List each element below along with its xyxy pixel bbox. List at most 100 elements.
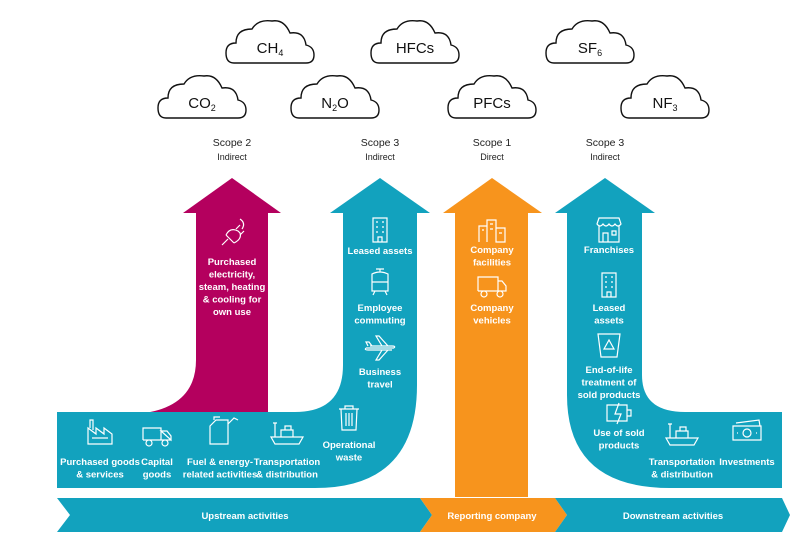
scope3-downstream-arrow (555, 178, 782, 488)
cloud-icon (370, 19, 460, 64)
downstream-bar (555, 498, 790, 532)
airplane-icon (364, 335, 396, 361)
gas-label: CO2 (188, 95, 216, 113)
battery-icon (606, 402, 632, 425)
item-label: Capital (141, 457, 173, 468)
recycle-bin-icon (597, 333, 621, 358)
cloud-icon (225, 19, 315, 64)
item-label: & cooling for (203, 295, 262, 306)
item-label: Leased assets (348, 246, 413, 257)
cloud-ch4: CH4 (225, 19, 315, 64)
item-label: vehicles (473, 316, 511, 327)
item-label: own use (213, 307, 251, 318)
scope2-arrow (145, 178, 281, 413)
scope2-title: Scope 2 (213, 137, 252, 149)
cloud-n2o: N2O (290, 74, 380, 119)
item-employee-commuting: Employee commuting (354, 268, 406, 327)
trash-icon (339, 405, 359, 431)
upstream-bar (57, 498, 432, 532)
scope1-title: Scope 1 (473, 137, 512, 149)
cloud-sf6: SF6 (545, 19, 635, 64)
item-label: electricity, (209, 270, 255, 281)
item-label: Fuel & energy- (187, 457, 253, 468)
item-leased-assets-down: Leased assets (593, 272, 626, 327)
scope2-subtitle: Indirect (217, 152, 247, 162)
item-label: Operational (323, 440, 376, 451)
item-capital-goods: Capital goods (141, 427, 173, 481)
cloud-hfcs: HFCs (370, 19, 460, 64)
cloud-icon (157, 74, 247, 119)
item-label: facilities (473, 258, 511, 269)
ship-icon (269, 422, 305, 445)
scope1-subtitle: Direct (480, 152, 504, 162)
item-label: sold products (578, 390, 641, 401)
gas-label: SF6 (578, 40, 602, 58)
ship-icon (664, 423, 700, 446)
item-label: Company (470, 245, 514, 256)
item-label: products (599, 441, 640, 452)
cloud-icon (290, 74, 380, 119)
scope3-up-subtitle: Indirect (365, 152, 395, 162)
gas-label: N2O (321, 95, 349, 113)
gas-label: HFCs (396, 40, 434, 57)
item-label: Leased (593, 303, 626, 314)
item-business-travel: Business travel (359, 335, 401, 391)
item-label: Transportation (649, 457, 716, 468)
office-building-icon (372, 217, 388, 243)
item-company-vehicles: Company vehicles (470, 276, 514, 327)
item-operational-waste: Operational waste (323, 405, 376, 464)
cloud-icon (620, 74, 710, 119)
item-label: Business (359, 367, 401, 378)
gas-label: CH4 (257, 40, 284, 58)
office-building-icon (601, 272, 617, 298)
activity-timeline: Upstream activities Reporting company Do… (57, 498, 790, 532)
item-company-facilities: Company facilities (470, 219, 514, 269)
item-fuel-energy: Fuel & energy-related activities (183, 416, 257, 481)
cloud-nf3: NF3 (620, 74, 710, 119)
reporting-bar (420, 498, 567, 532)
item-label: Purchased (208, 257, 257, 268)
item-label: goods (143, 470, 172, 481)
item-label: Use of sold (593, 428, 644, 439)
item-label: steam, heating (199, 282, 266, 293)
scope-labels: Scope 2 Indirect Scope 3 Indirect Scope 1 Dir… (213, 137, 625, 162)
scope3-upstream-arrow (57, 178, 430, 488)
item-investments: Investments (719, 419, 775, 468)
upstream-label: Upstream activities (201, 511, 288, 522)
scope3-down-title: Scope 3 (586, 137, 625, 149)
item-label: Employee (358, 303, 403, 314)
item-label: Company (470, 303, 514, 314)
item-label: travel (367, 380, 392, 391)
item-label: & distribution (651, 470, 713, 481)
item-label: Purchased goods (60, 457, 140, 468)
factory-icon (87, 419, 113, 445)
money-icon (732, 419, 762, 441)
cloud-icon (545, 19, 635, 64)
item-transport-down: Transportation & distribution (649, 423, 716, 481)
cloud-co2: CO2 (157, 74, 247, 119)
item-label: Franchises (584, 245, 634, 256)
item-label: waste (335, 453, 362, 464)
item-label: & services (76, 470, 124, 481)
buildings-icon (478, 219, 506, 243)
item-purchased-electricity: Purchased electricity,steam, heating & coo… (199, 218, 266, 318)
item-label: commuting (354, 316, 405, 327)
scope3-up-title: Scope 3 (361, 137, 400, 149)
item-label: assets (594, 316, 624, 327)
truck-icon (142, 427, 172, 447)
item-franchises: Franchises (584, 217, 634, 256)
gas-label: NF3 (652, 95, 677, 113)
plug-icon (221, 218, 245, 246)
van-icon (477, 276, 507, 298)
item-label: Investments (719, 457, 774, 468)
downstream-label: Downstream activities (623, 511, 723, 522)
item-label: treatment of (582, 378, 638, 389)
fuel-can-icon (209, 416, 239, 445)
item-transport-up: Transportation& distribution (254, 422, 320, 481)
cloud-pfcs: PFCs (447, 74, 537, 119)
cloud-icon (447, 74, 537, 119)
tram-icon (371, 268, 389, 296)
